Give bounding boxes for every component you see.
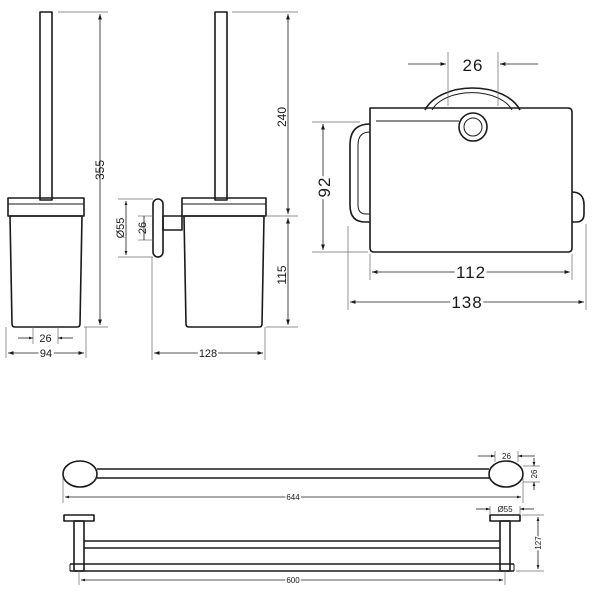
paper-holder-hook — [571, 191, 585, 223]
towel-mount-height-label: 26 — [530, 469, 539, 478]
foot-width-label: 26 — [39, 333, 51, 345]
mount-width-label: 26 — [463, 56, 484, 75]
flange-depth-label: 26 — [137, 222, 149, 234]
wall-flange — [152, 198, 164, 258]
cover-width-label: 112 — [456, 263, 486, 282]
mount-arm — [162, 215, 183, 231]
brush-cup — [9, 215, 83, 328]
paper-holder-arm — [349, 123, 371, 223]
paper-holder-view: 26 92 112 138 — [312, 52, 587, 315]
lower-height-label: 115 — [275, 265, 289, 284]
towel-flange-right — [489, 514, 521, 522]
brush-handle — [39, 11, 53, 201]
towel-flange-diameter-label: Ø55 — [497, 505, 513, 514]
towel-mount-width-label: 26 — [502, 452, 511, 461]
paper-holder-cover — [369, 107, 573, 253]
flange-diameter-label: Ø55 — [115, 218, 127, 239]
towel-bar-view: 26 26 644 Ø55 127 — [62, 451, 545, 587]
brush-holder-front-view: 355 26 94 — [5, 11, 108, 362]
height-dimension-label: 355 — [93, 160, 107, 180]
paper-holder-mount — [424, 87, 521, 111]
hinge-knob — [458, 112, 488, 142]
upper-height-label: 240 — [275, 107, 289, 127]
towel-projection-label: 127 — [534, 536, 543, 550]
towel-bar-end-cap-left — [62, 460, 98, 488]
towel-spacing-label: 600 — [286, 576, 300, 585]
brush-cup-side — [183, 215, 265, 328]
towel-bar-end-cap-right — [488, 460, 524, 488]
brush-handle-side — [214, 11, 228, 201]
brush-holder-side-view: Ø55 26 240 115 128 — [115, 11, 298, 362]
towel-length-label: 644 — [286, 493, 300, 502]
width-dimension-label: 94 — [40, 348, 52, 360]
overall-width-label: 138 — [451, 293, 482, 312]
projection-label: 128 — [199, 348, 217, 360]
cover-height-label: 92 — [315, 177, 334, 198]
towel-flange-left — [63, 514, 95, 522]
